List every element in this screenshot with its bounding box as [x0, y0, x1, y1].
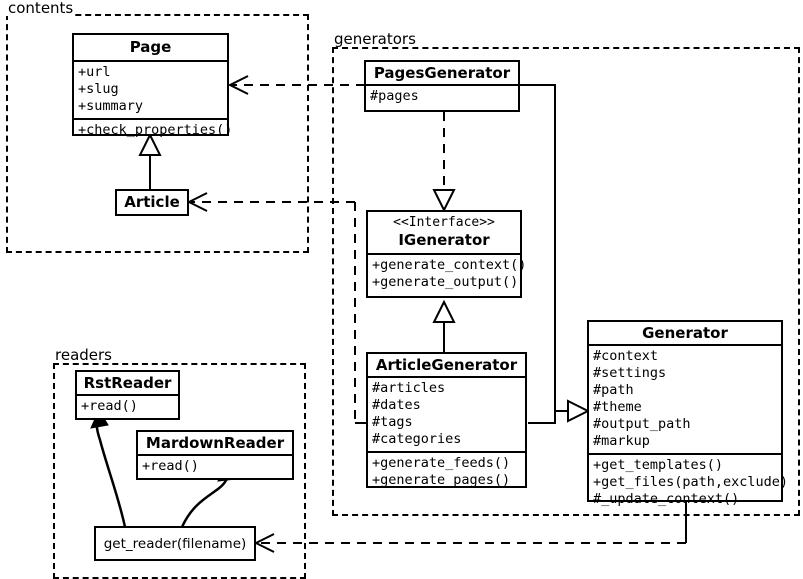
- class-mardown-reader-methods: +read(): [138, 454, 292, 478]
- class-igenerator-header: <<Interface>> IGenerator: [368, 212, 520, 253]
- class-igenerator-stereotype: <<Interface>>: [393, 215, 495, 230]
- method: +read(): [81, 398, 138, 414]
- class-article-generator-attributes: #articles #dates #tags #categories: [368, 376, 525, 451]
- method: +generate_output(): [372, 274, 519, 290]
- class-igenerator[interactable]: <<Interface>> IGenerator +generate_conte…: [366, 210, 527, 298]
- class-igenerator-methods: +generate_context() +generate_output(): [368, 253, 527, 294]
- method: +get_templates(): [593, 457, 724, 473]
- class-page-name: Page: [129, 38, 172, 56]
- attribute: #categories: [372, 431, 462, 447]
- class-article-generator-name: ArticleGenerator: [375, 356, 518, 374]
- package-generators-border: [332, 47, 800, 516]
- class-page-methods: +check_properties(): [74, 118, 233, 142]
- class-pages-generator-name: PagesGenerator: [373, 64, 511, 82]
- attribute: #settings: [593, 365, 667, 381]
- attribute: #tags: [372, 414, 413, 430]
- class-rst-reader-name: RstReader: [83, 374, 172, 392]
- class-mardown-reader[interactable]: MardownReader +read(): [136, 430, 294, 480]
- attribute: #context: [593, 348, 659, 364]
- class-mardown-reader-name: MardownReader: [145, 434, 285, 452]
- class-article-generator-methods: +generate_feeds() +generate_pages(): [368, 451, 525, 492]
- class-article[interactable]: Article: [115, 189, 189, 216]
- package-generators-label: generators: [332, 30, 418, 48]
- method: +check_properties(): [78, 122, 233, 138]
- attribute: #pages: [370, 88, 419, 104]
- attribute: +url: [78, 64, 111, 80]
- method: +generate_feeds(): [372, 455, 511, 471]
- attribute: #output_path: [593, 416, 691, 432]
- class-page[interactable]: Page +url +slug +summary +check_properti…: [72, 33, 232, 138]
- method: +generate_pages(): [372, 472, 511, 488]
- method: +read(): [142, 458, 199, 474]
- attribute: #markup: [593, 433, 650, 449]
- attribute: #theme: [593, 399, 642, 415]
- package-readers-border: [53, 363, 306, 579]
- attribute: #articles: [372, 380, 446, 396]
- attribute: #path: [593, 382, 634, 398]
- class-generator-name: Generator: [642, 324, 728, 342]
- package-contents-border: [6, 14, 309, 253]
- method: +generate_context(): [372, 257, 527, 273]
- attribute: #dates: [372, 397, 421, 413]
- class-article-name: Article: [124, 193, 180, 211]
- class-igenerator-name: IGenerator: [398, 231, 490, 249]
- class-pages-generator-attributes: #pages: [366, 84, 518, 108]
- method: #_update_context(): [593, 491, 740, 507]
- class-rst-reader[interactable]: RstReader +read(): [75, 370, 180, 420]
- function-get-reader-label: get_reader(filename): [103, 535, 247, 552]
- class-rst-reader-methods: +read(): [77, 394, 178, 418]
- class-page-attributes: +url +slug +summary: [74, 60, 227, 118]
- package-contents-label: contents: [6, 0, 76, 17]
- package-readers-label: readers: [53, 346, 114, 364]
- class-pages-generator[interactable]: PagesGenerator #pages: [364, 60, 520, 112]
- attribute: +summary: [78, 98, 144, 114]
- class-generator[interactable]: Generator #context #settings #path #them…: [587, 320, 788, 507]
- method: +get_files(path,exclude): [593, 474, 789, 490]
- class-generator-methods: +get_templates() +get_files(path,exclude…: [589, 453, 789, 511]
- class-article-generator[interactable]: ArticleGenerator #articles #dates #tags …: [366, 352, 527, 488]
- function-get-reader[interactable]: get_reader(filename): [94, 526, 256, 561]
- class-generator-attributes: #context #settings #path #theme #output_…: [589, 344, 781, 453]
- attribute: +slug: [78, 81, 119, 97]
